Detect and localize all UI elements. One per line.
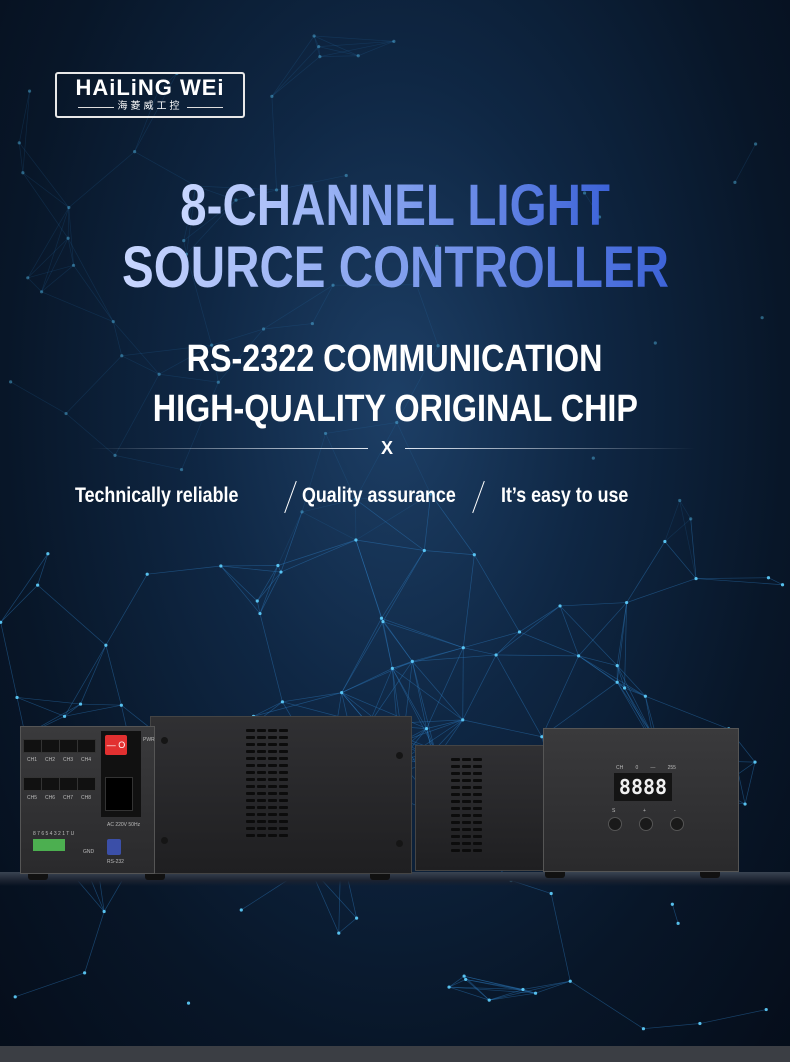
channel-port[interactable]: [77, 777, 96, 791]
title-line-1: 8-CHANNEL LIGHT: [180, 173, 610, 238]
led-display: 8888: [614, 773, 672, 801]
feature-1: Technically reliable: [75, 484, 239, 507]
title-line-2: SOURCE CONTROLLER: [121, 235, 669, 300]
controller-front-side-panel: [415, 745, 545, 871]
ac-power-inlet: [105, 777, 133, 811]
brand-logo: HAiLiNG WEi 海菱威工控: [55, 72, 245, 118]
channel-port[interactable]: [41, 739, 60, 753]
separator-x-icon: X: [380, 438, 393, 458]
channel-label: CH4: [81, 757, 92, 763]
separator-right: [405, 448, 695, 449]
controller-rear-side-panel: [150, 716, 412, 874]
channel-port[interactable]: [23, 739, 42, 753]
shelf: [0, 872, 790, 886]
controller-rear-panel: — O PWR AC 220V 50Hz 8 7 6 5 4 3 2 1 T U…: [20, 726, 155, 874]
logo-brand-text: HAiLiNG WEi: [75, 75, 225, 100]
gnd-label: GND: [83, 849, 95, 855]
channel-port[interactable]: [59, 739, 78, 753]
logo-subtitle: 海菱威工控: [117, 101, 183, 112]
set-button[interactable]: [608, 817, 622, 831]
channel-port[interactable]: [23, 777, 42, 791]
channel-label: CH1: [27, 757, 38, 763]
subtitle-line-1: RS-2322 COMMUNICATION: [187, 338, 603, 380]
minus-button[interactable]: [670, 817, 684, 831]
feature-3: It’s easy to use: [501, 484, 629, 507]
channel-label: CH8: [81, 795, 92, 801]
terminal-label: 8 7 6 5 4 3 2 1 T U: [33, 831, 75, 837]
separator-left: [90, 448, 368, 449]
rs232-label: RS-232: [107, 859, 124, 865]
channel-label: CH6: [45, 795, 56, 801]
channel-label: CH3: [63, 757, 74, 763]
bottom-bar: [0, 1046, 790, 1062]
subtitle-line-2: HIGH-QUALITY ORIGINAL CHIP: [152, 388, 638, 430]
plus-button[interactable]: [639, 817, 653, 831]
terminal-block: [33, 839, 65, 851]
feature-2: Quality assurance: [302, 484, 456, 507]
channel-label: CH2: [45, 757, 56, 763]
channel-port[interactable]: [77, 739, 96, 753]
ac-label: AC 220V 50Hz: [107, 822, 141, 828]
rs232-port[interactable]: [107, 839, 121, 855]
pwr-label: PWR: [143, 737, 155, 743]
channel-label: CH5: [27, 795, 38, 801]
channel-port[interactable]: [41, 777, 60, 791]
power-switch[interactable]: — O: [105, 735, 127, 755]
channel-port[interactable]: [59, 777, 78, 791]
channel-label: CH7: [63, 795, 74, 801]
